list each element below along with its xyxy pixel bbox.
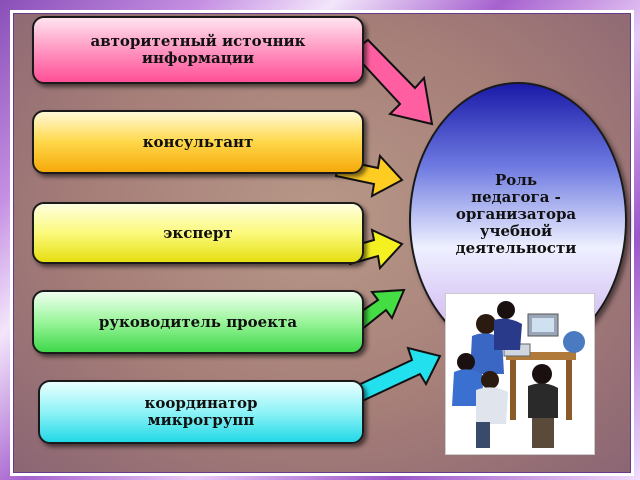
role-box-consultant: консультант bbox=[32, 110, 364, 174]
role-box-project-leader: руководитель проекта bbox=[32, 290, 364, 354]
role-label: эксперт bbox=[163, 223, 233, 242]
center-title: Роль педагога - организатора учебной дея… bbox=[418, 172, 614, 257]
role-label: информации bbox=[141, 49, 255, 67]
center-line: организатора bbox=[455, 205, 577, 223]
arrow-to-center-1 bbox=[350, 38, 434, 126]
role-label: микрогрупп bbox=[147, 411, 255, 429]
center-line: учебной bbox=[479, 222, 553, 240]
role-box-expert: эксперт bbox=[32, 202, 364, 264]
role-label: авторитетный источник bbox=[90, 32, 306, 50]
arrow-to-center-5 bbox=[350, 346, 442, 404]
center-line: деятельности bbox=[455, 239, 577, 257]
students-illustration bbox=[452, 301, 585, 448]
center-line: Роль bbox=[494, 171, 538, 189]
role-label: консультант bbox=[142, 132, 254, 151]
students-photo bbox=[445, 293, 595, 455]
role-label: координатор bbox=[144, 394, 258, 412]
role-label: руководитель проекта bbox=[98, 312, 298, 331]
center-line: педагога - bbox=[471, 188, 561, 206]
